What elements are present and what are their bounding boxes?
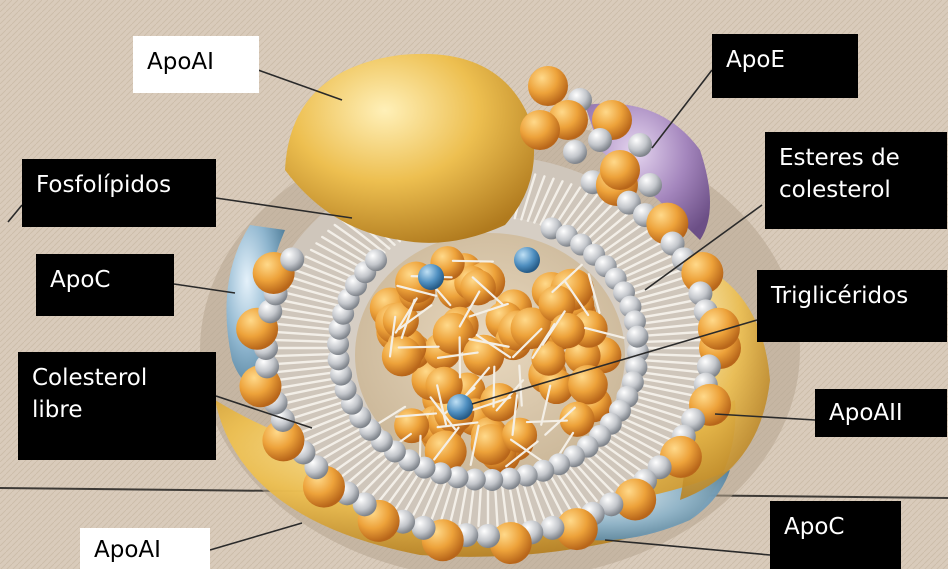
- phospholipid-head: [280, 247, 304, 271]
- phospholipid-head: [365, 249, 387, 271]
- phospholipid-head: [476, 524, 500, 548]
- phospholipid-head: [628, 133, 652, 157]
- cholesterol-sphere: [528, 66, 568, 106]
- free-cholesterol-head: [447, 394, 473, 420]
- label-apoc-bottom: ApoC: [770, 501, 901, 569]
- cholesterol-sphere: [600, 150, 640, 190]
- cholesterol-sphere: [520, 110, 560, 150]
- label-apoe: ApoE: [712, 34, 858, 98]
- label-fosfolipidos: Fosfolípidos: [22, 159, 216, 227]
- label-trigliceridos: Triglicéridos: [757, 270, 947, 342]
- label-esteres-de-colesterol: Esteres de colesterol: [765, 132, 947, 229]
- phospholipid-head: [540, 516, 564, 540]
- phospholipid-head: [638, 173, 662, 197]
- cholesterol-ester-head: [514, 247, 540, 273]
- label-apoaii: ApoAII: [815, 389, 947, 437]
- cholesterol-sphere: [698, 308, 740, 350]
- phospholipid-head: [412, 516, 436, 540]
- triglyceride-sphere: [460, 270, 496, 306]
- triglyceride-sphere: [559, 402, 594, 437]
- triglyceride-sphere: [568, 365, 608, 405]
- phospholipid-head: [588, 128, 612, 152]
- triglyceride-sphere: [549, 313, 584, 348]
- triglyceride-sphere: [382, 336, 422, 376]
- phospholipid-head: [626, 326, 648, 348]
- phospholipid-head: [563, 140, 587, 164]
- label-apoai-top: ApoAI: [133, 36, 259, 93]
- label-colesterol-libre: Colesterol libre: [18, 352, 216, 460]
- label-apoai-bottom: ApoAI: [80, 528, 210, 569]
- label-apoc-left: ApoC: [36, 254, 174, 316]
- cholesterol-ester-head: [418, 264, 444, 290]
